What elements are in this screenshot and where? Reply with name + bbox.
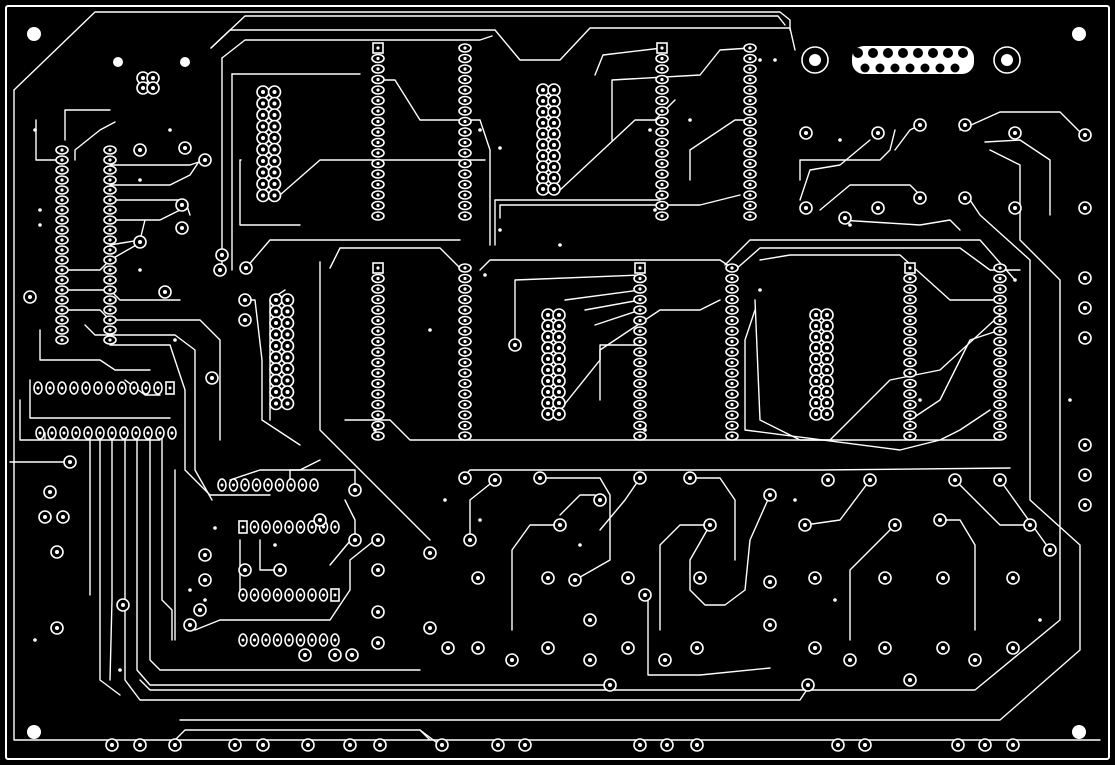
component-pads: [23, 42, 1092, 752]
board-outline: [5, 5, 1110, 760]
db15-connector: [801, 46, 1021, 74]
mounting-holes: [27, 27, 1086, 739]
vias: [33, 58, 1072, 672]
